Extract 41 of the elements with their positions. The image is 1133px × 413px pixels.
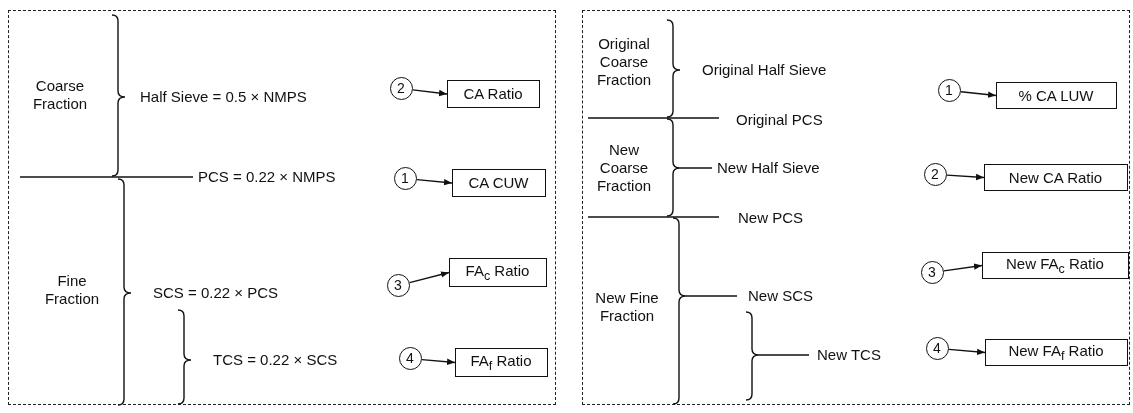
sieve-label: New TCS bbox=[817, 346, 881, 364]
number-circle: 3 bbox=[920, 260, 944, 284]
number-circle: 2 bbox=[389, 76, 413, 100]
sieve-label: Half Sieve = 0.5 × NMPS bbox=[140, 88, 307, 106]
number-circle: 4 bbox=[925, 336, 949, 360]
arrow bbox=[960, 91, 997, 98]
number-circle: 1 bbox=[937, 78, 961, 102]
sieve-label: New SCS bbox=[748, 287, 814, 305]
fraction-label: Original Coarse Fraction bbox=[595, 35, 653, 89]
number-circle: 4 bbox=[398, 346, 422, 370]
fraction-label: New Fine Fraction bbox=[594, 289, 660, 325]
arrow bbox=[948, 348, 986, 355]
fraction-label: Coarse Fraction bbox=[31, 77, 89, 113]
arrow bbox=[412, 89, 448, 97]
arrow bbox=[409, 271, 450, 284]
number-circle: 2 bbox=[923, 162, 947, 186]
dashed-panel bbox=[582, 10, 1130, 405]
fraction-label: Fine Fraction bbox=[43, 272, 101, 308]
result-box: FA$_{c}$ Ratio bbox=[448, 257, 547, 287]
dashed-panel bbox=[8, 10, 556, 405]
sieve-label: PCS = 0.22 × NMPS bbox=[198, 168, 336, 186]
sieve-label: Original PCS bbox=[736, 111, 823, 129]
arrow bbox=[421, 358, 456, 365]
arrow bbox=[416, 178, 453, 186]
sieve-label: New Half Sieve bbox=[717, 159, 820, 177]
result-box: FA$_{f}$ Ratio bbox=[454, 347, 548, 377]
sieve-label: New PCS bbox=[738, 209, 804, 227]
number-circle: 1 bbox=[393, 166, 417, 190]
result-box: New CA Ratio bbox=[983, 163, 1128, 191]
sieve-label: SCS = 0.22 × PCS bbox=[153, 284, 279, 302]
number-circle: 3 bbox=[386, 273, 410, 297]
result-box: CA CUW bbox=[451, 168, 546, 197]
result-box: % CA LUW bbox=[995, 81, 1117, 109]
sieve-label: Original Half Sieve bbox=[702, 61, 827, 79]
fraction-label: New Coarse Fraction bbox=[595, 141, 653, 195]
result-box: CA Ratio bbox=[446, 79, 540, 108]
result-box: New FA$_{c}$ Ratio bbox=[981, 251, 1129, 279]
sieve-label: TCS = 0.22 × SCS bbox=[213, 351, 338, 369]
arrow bbox=[946, 173, 985, 181]
arrow bbox=[943, 263, 983, 272]
result-box: New FA$_{f}$ Ratio bbox=[984, 338, 1128, 366]
